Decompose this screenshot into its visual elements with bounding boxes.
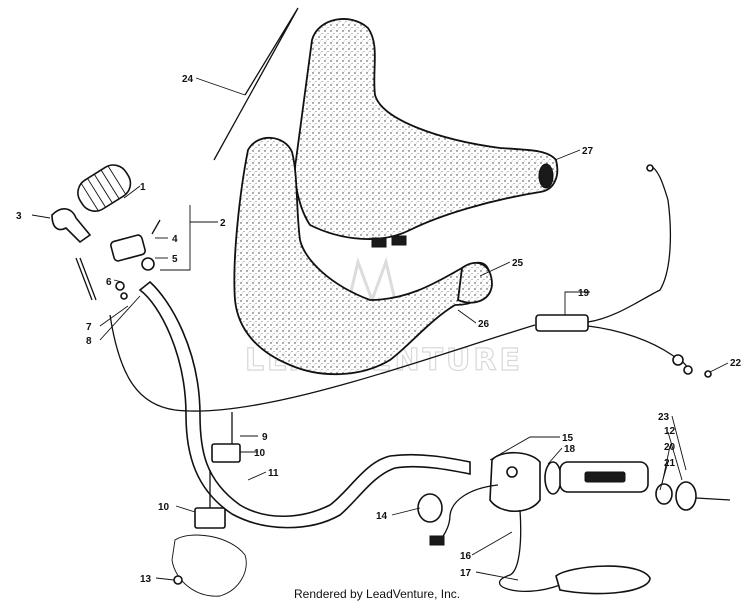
callout-27: 27: [582, 146, 594, 157]
handlebar-clamp: [171, 412, 247, 597]
callout-22: 22: [730, 358, 742, 369]
handlebar-pad-rear: [294, 18, 559, 248]
callout-24: 24: [182, 74, 194, 85]
callout-7: 7: [86, 322, 92, 333]
handlebar: [138, 280, 471, 529]
grip-left: [77, 164, 132, 212]
handlebar-pad-front: [233, 136, 493, 376]
throttle-housing: [489, 451, 562, 512]
callout-1: 1: [140, 182, 146, 193]
callout-4: 4: [172, 234, 178, 245]
credit-text: Rendered by LeadVenture, Inc.: [294, 587, 460, 601]
callout-17: 17: [460, 568, 472, 579]
callout-21: 21: [664, 458, 676, 469]
callout-13: 13: [140, 574, 152, 585]
brake-lever-assembly: [51, 208, 161, 301]
callout-25: 25: [512, 258, 524, 269]
callout-26: 26: [478, 319, 490, 330]
grip-right: [559, 461, 731, 511]
callout-3: 3: [16, 211, 22, 222]
callout-20: 20: [664, 442, 676, 453]
callout-11: 11: [268, 468, 279, 479]
callout-9: 9: [262, 432, 268, 443]
callout-19: 19: [578, 288, 590, 299]
leader-lines: [31, 77, 729, 581]
bracket-24: [213, 7, 299, 161]
callout-14: 14: [376, 511, 388, 522]
callout-18: 18: [564, 444, 576, 455]
callout-2: 2: [220, 218, 226, 229]
callout-10-upper: 10: [254, 448, 266, 459]
callout-12: 12: [664, 426, 676, 437]
callout-5: 5: [172, 254, 178, 265]
callout-23: 23: [658, 412, 670, 423]
callout-labels: 1 2 3 4 5 6 7 8 9 10 11 12 13 14 15 16 1…: [16, 74, 742, 585]
callout-8: 8: [86, 336, 92, 347]
callout-15: 15: [562, 433, 574, 444]
callout-16: 16: [460, 551, 472, 562]
callout-10-lower: 10: [158, 502, 170, 513]
throttle-cable: [109, 164, 712, 412]
switch-wiring: [417, 484, 651, 595]
callout-6: 6: [106, 277, 112, 288]
